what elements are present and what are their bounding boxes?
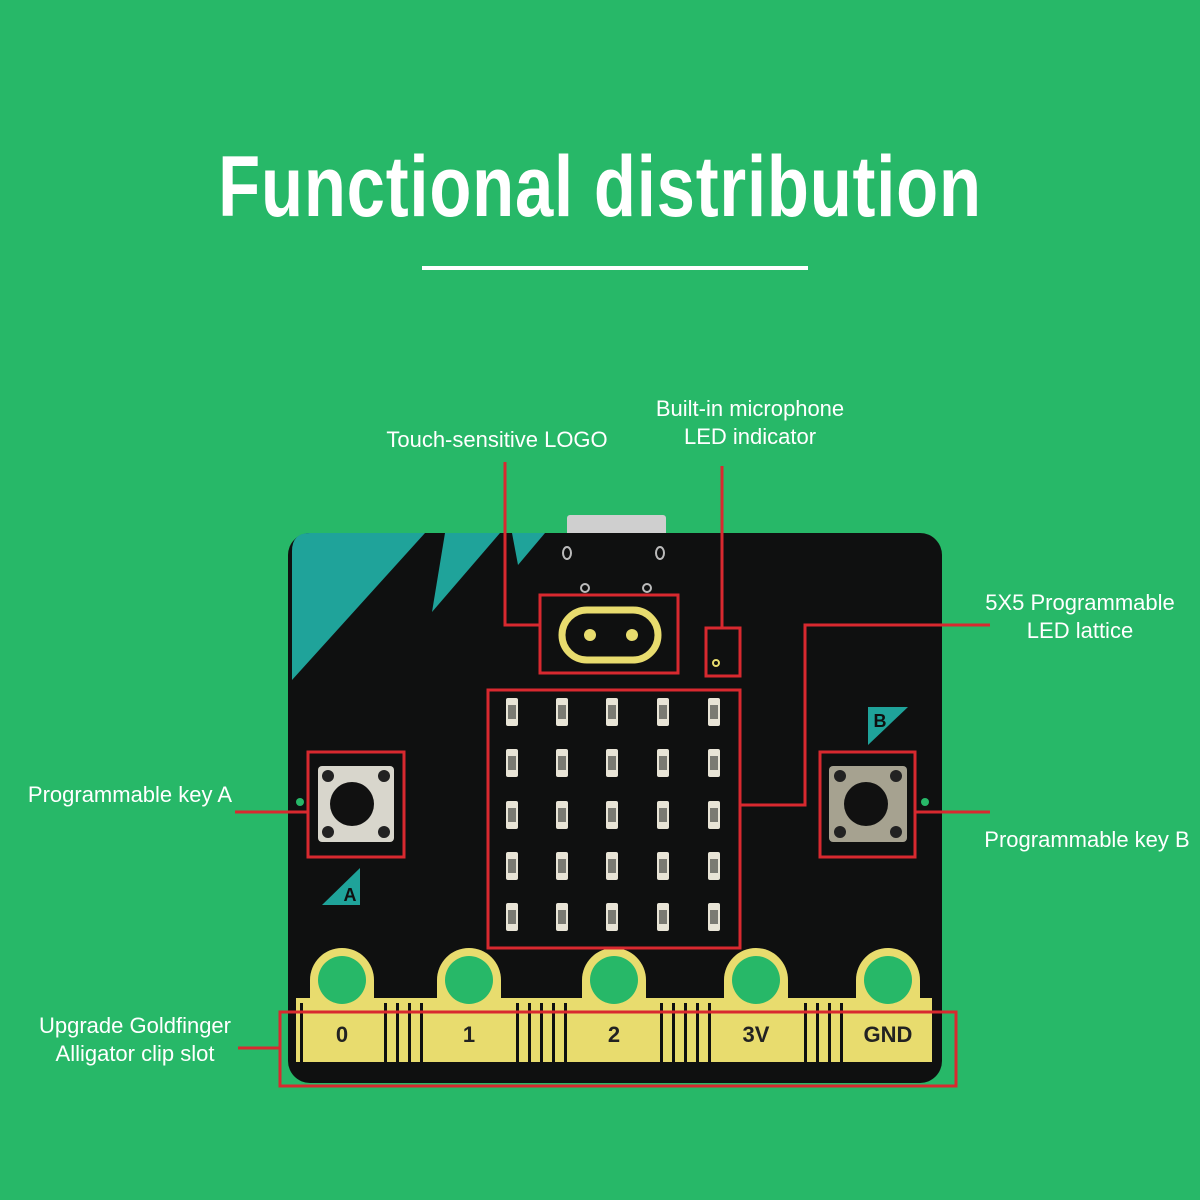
led [657, 801, 669, 829]
touch-logo [558, 606, 662, 664]
led [556, 749, 568, 777]
led [657, 698, 669, 726]
led-lattice-label-line1: 5X5 Programmable [985, 590, 1175, 615]
finger-gap [684, 1003, 687, 1063]
finger-gap [564, 1003, 567, 1063]
finger-gap [840, 1003, 843, 1063]
finger-gap [396, 1003, 399, 1063]
led [657, 903, 669, 931]
button-a-marker [322, 868, 360, 905]
led-leader-line [740, 623, 990, 807]
led-highlight [486, 688, 742, 950]
led [657, 852, 669, 880]
led [556, 801, 568, 829]
finger-gap [696, 1003, 699, 1063]
finger-gap [516, 1003, 519, 1063]
finger-gap [672, 1003, 675, 1063]
finger-gap [708, 1003, 711, 1063]
pin-hole [732, 956, 780, 1004]
led [606, 749, 618, 777]
key-b-highlight [818, 750, 917, 859]
finger-gap [384, 1003, 387, 1063]
led [556, 903, 568, 931]
goldfinger-label-line2: Alligator clip slot [55, 1041, 215, 1066]
button-b-mark: B [874, 711, 887, 731]
led [708, 852, 720, 880]
pin-pad-2[interactable]: 2 [582, 948, 646, 1062]
microphone-label-line1: Built-in microphone [655, 396, 845, 421]
key-b-label: Programmable key B [984, 827, 1190, 852]
led [506, 749, 518, 777]
led [556, 698, 568, 726]
finger-gap [528, 1003, 531, 1063]
teal-decoration [432, 533, 500, 612]
finger-gap [816, 1003, 819, 1063]
led [708, 698, 720, 726]
led [657, 749, 669, 777]
finger-gap [540, 1003, 543, 1063]
logo-leader-line [503, 462, 540, 627]
led [556, 852, 568, 880]
finger-gap [828, 1003, 831, 1063]
finger-gap [552, 1003, 555, 1063]
led [708, 749, 720, 777]
pin-hole [445, 956, 493, 1004]
pin-label: 3V [743, 1022, 770, 1047]
finger-gap [660, 1003, 663, 1063]
key-a-highlight [306, 750, 406, 859]
pin-pad-0[interactable]: 0 [310, 948, 374, 1062]
pin-hole [318, 956, 366, 1004]
pin-pad-gnd[interactable]: GND [856, 948, 920, 1062]
goldfinger-label-line1: Upgrade Goldfinger [38, 1013, 231, 1038]
pin-label: 0 [336, 1022, 348, 1047]
page-title: Functional distribution [218, 139, 982, 235]
pin-hole [864, 956, 912, 1004]
touch-logo-label: Touch-sensitive LOGO [386, 427, 608, 452]
led [606, 801, 618, 829]
led [506, 903, 518, 931]
button-a-mark: A [344, 885, 357, 905]
button-b[interactable] [829, 766, 907, 842]
led [506, 801, 518, 829]
pin-label: GND [864, 1022, 913, 1047]
led-matrix [506, 698, 720, 931]
led [708, 801, 720, 829]
finger-gap [300, 1003, 303, 1063]
teal-decoration [292, 533, 425, 680]
pin-pad-1[interactable]: 1 [437, 948, 501, 1062]
pin-pad-3v[interactable]: 3V [724, 948, 788, 1062]
led [606, 903, 618, 931]
teal-decoration [512, 533, 545, 565]
button-a[interactable] [318, 766, 394, 842]
led-lattice-label-line2: LED lattice [1026, 618, 1134, 643]
pin-hole [590, 956, 638, 1004]
led [708, 903, 720, 931]
button-b-marker [868, 707, 908, 745]
logo-highlight [538, 593, 680, 675]
pin-label: 2 [608, 1022, 620, 1047]
microphone-label-line2: LED indicator [683, 424, 817, 449]
finger-gap [804, 1003, 807, 1063]
led [506, 698, 518, 726]
led [606, 852, 618, 880]
finger-gap [420, 1003, 423, 1063]
key-a-label: Programmable key A [27, 782, 233, 807]
led [606, 698, 618, 726]
title-underline [422, 266, 808, 270]
led [506, 852, 518, 880]
finger-gap [408, 1003, 411, 1063]
microphone-led [712, 659, 720, 667]
pin-label: 1 [463, 1022, 475, 1047]
